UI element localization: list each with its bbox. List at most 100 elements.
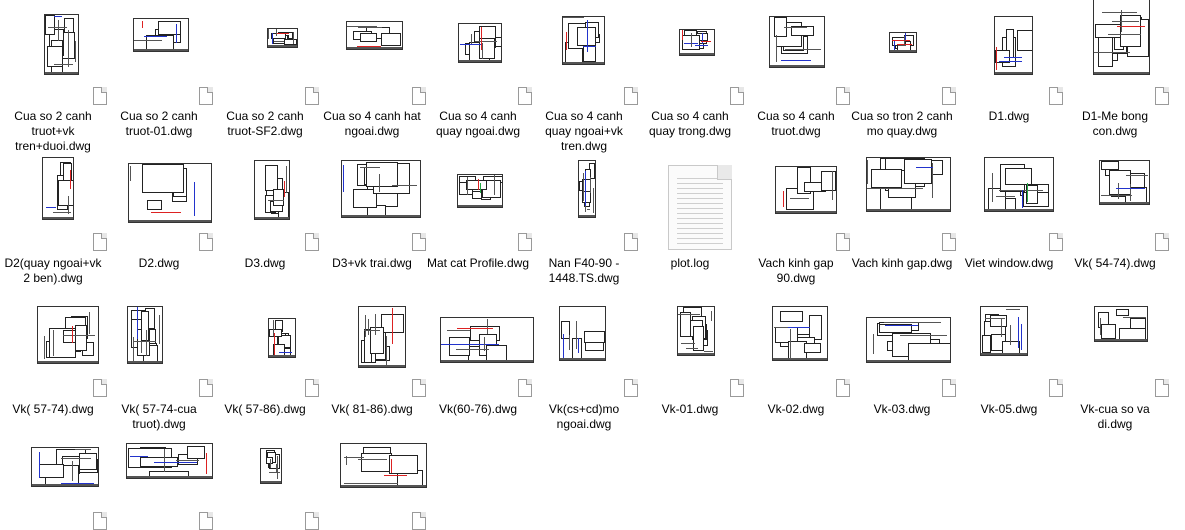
file-name[interactable]: D1.dwg bbox=[988, 109, 1030, 123]
file-item[interactable] bbox=[106, 0, 213, 530]
file-name[interactable]: Vach kinh gap 90.dwg bbox=[758, 256, 834, 285]
file-item[interactable]: Cua so 4 canh quay ngoai.dwg bbox=[425, 0, 532, 529]
file-name[interactable]: D2.dwg bbox=[138, 256, 180, 270]
file-item[interactable]: Cua so tron 2 canh mo quay.dwg bbox=[849, 0, 956, 529]
file-item[interactable]: Vk( 57-74-cua truot).dwg bbox=[106, 0, 213, 529]
file-name[interactable]: Vach kinh gap.dwg bbox=[851, 256, 953, 270]
file-item[interactable]: Nan F40-90 - 1448.TS.dwg bbox=[531, 0, 638, 529]
file-item[interactable]: Vk-03.dwg bbox=[849, 0, 956, 529]
drawing-thumbnail[interactable] bbox=[31, 447, 99, 487]
drawing-thumbnail[interactable] bbox=[677, 306, 715, 356]
drawing-thumbnail[interactable] bbox=[866, 157, 951, 212]
drawing-thumbnail[interactable] bbox=[1099, 160, 1150, 205]
file-item[interactable]: Vk-02.dwg bbox=[743, 0, 850, 529]
drawing-thumbnail[interactable] bbox=[358, 306, 406, 368]
file-item[interactable] bbox=[212, 0, 319, 530]
drawing-thumbnail[interactable] bbox=[126, 443, 213, 479]
file-name[interactable]: Cua so 4 canh quay trong.dwg bbox=[648, 109, 732, 138]
file-item[interactable]: Vk-01.dwg bbox=[637, 0, 744, 529]
file-name[interactable]: Vk(cs+cd)mo ngoai.dwg bbox=[548, 402, 620, 431]
file-item[interactable]: D2(quay ngoai+vk 2 ben).dwg bbox=[0, 0, 107, 529]
drawing-thumbnail[interactable] bbox=[994, 16, 1033, 75]
file-name[interactable]: Cua so 2 canh truot-01.dwg bbox=[120, 109, 198, 138]
document-icon[interactable] bbox=[668, 165, 732, 250]
file-name[interactable]: Cua so tron 2 canh mo quay.dwg bbox=[851, 109, 953, 138]
file-item[interactable]: Vk(60-76).dwg bbox=[425, 0, 534, 529]
file-name[interactable]: Vk(60-76).dwg bbox=[438, 402, 518, 416]
drawing-thumbnail[interactable] bbox=[457, 174, 503, 208]
file-item[interactable]: Viet window.dwg bbox=[956, 0, 1063, 529]
file-name[interactable]: Cua so 2 canh truot-SF2.dwg bbox=[226, 109, 304, 138]
drawing-thumbnail[interactable] bbox=[254, 160, 290, 220]
file-item[interactable]: Vk-cua so va di.dwg bbox=[1062, 0, 1169, 529]
file-item[interactable]: Cua so 2 canh truot-SF2.dwg bbox=[212, 0, 319, 529]
drawing-thumbnail[interactable] bbox=[44, 14, 79, 75]
drawing-thumbnail[interactable] bbox=[133, 18, 189, 52]
drawing-thumbnail[interactable] bbox=[562, 16, 605, 65]
drawing-thumbnail[interactable] bbox=[984, 157, 1054, 212]
file-item[interactable]: D3+vk trai.dwg bbox=[319, 0, 426, 529]
file-name[interactable]: Vk-05.dwg bbox=[980, 402, 1038, 416]
drawing-thumbnail[interactable] bbox=[128, 163, 212, 223]
file-item[interactable]: Cua so 4 canh quay trong.dwg bbox=[637, 0, 744, 529]
drawing-thumbnail[interactable] bbox=[1093, 0, 1150, 75]
drawing-thumbnail[interactable] bbox=[340, 443, 427, 488]
drawing-thumbnail[interactable] bbox=[260, 448, 282, 484]
file-item[interactable]: Vk-05.dwg bbox=[956, 0, 1063, 529]
drawing-thumbnail[interactable] bbox=[980, 306, 1028, 356]
file-item[interactable]: Cua so 2 canh truot+vk tren+duoi.dwg bbox=[0, 0, 107, 529]
file-item[interactable]: Vach kinh gap 90.dwg bbox=[743, 0, 850, 529]
file-item[interactable]: D3.dwg bbox=[212, 0, 319, 529]
file-item[interactable]: Vk( 81-86).dwg bbox=[319, 0, 426, 529]
file-item[interactable]: Cua so 2 canh truot-01.dwg bbox=[106, 0, 213, 529]
file-name[interactable]: Vk-02.dwg bbox=[767, 402, 825, 416]
file-item[interactable]: D1.dwg bbox=[956, 0, 1063, 529]
file-name[interactable]: Cua so 2 canh truot+vk tren+duoi.dwg bbox=[14, 109, 92, 153]
drawing-thumbnail[interactable] bbox=[341, 160, 421, 218]
file-name[interactable]: plot.log bbox=[670, 256, 710, 270]
file-item[interactable]: Vk( 54-74).dwg bbox=[1062, 0, 1169, 529]
file-item[interactable]: D2.dwg bbox=[106, 0, 213, 529]
drawing-thumbnail[interactable] bbox=[889, 32, 917, 53]
file-item[interactable]: Vk( 57-86).dwg bbox=[212, 0, 319, 529]
drawing-thumbnail[interactable] bbox=[458, 23, 502, 63]
file-name[interactable]: Vk( 81-86).dwg bbox=[331, 402, 413, 416]
file-item[interactable]: Vk(cs+cd)mo ngoai.dwg bbox=[531, 0, 638, 529]
file-item[interactable]: D1-Me bong con.dwg bbox=[1062, 0, 1169, 529]
drawing-thumbnail[interactable] bbox=[42, 157, 74, 220]
drawing-thumbnail[interactable] bbox=[769, 16, 825, 68]
file-name[interactable]: Vk-cua so va di.dwg bbox=[1080, 402, 1150, 431]
file-item[interactable]: Vach kinh gap.dwg bbox=[849, 0, 956, 529]
file-name[interactable]: Vk( 57-74).dwg bbox=[12, 402, 94, 416]
drawing-thumbnail[interactable] bbox=[346, 21, 403, 50]
file-name[interactable]: Cua so 4 canh quay ngoai.dwg bbox=[435, 109, 521, 138]
file-name[interactable]: Vk( 57-74-cua truot).dwg bbox=[121, 402, 197, 431]
file-name[interactable]: D1-Me bong con.dwg bbox=[1081, 109, 1149, 138]
drawing-thumbnail[interactable] bbox=[268, 318, 296, 358]
drawing-thumbnail[interactable] bbox=[578, 160, 596, 218]
drawing-thumbnail[interactable] bbox=[267, 28, 298, 48]
drawing-thumbnail[interactable] bbox=[772, 306, 828, 361]
drawing-thumbnail[interactable] bbox=[559, 306, 606, 361]
file-item[interactable]: plot.log bbox=[637, 0, 743, 529]
file-name[interactable]: Vk-01.dwg bbox=[661, 402, 719, 416]
file-item[interactable]: Mat cat Profile.dwg bbox=[425, 0, 532, 529]
drawing-thumbnail[interactable] bbox=[37, 306, 99, 364]
file-name[interactable]: Mat cat Profile.dwg bbox=[426, 256, 530, 270]
file-name[interactable]: Cua so 4 canh truot.dwg bbox=[757, 109, 835, 138]
file-name[interactable]: Vk-03.dwg bbox=[873, 402, 931, 416]
file-name[interactable]: D3+vk trai.dwg bbox=[332, 256, 412, 270]
file-item[interactable]: Cua so 4 canh hat ngoai.dwg bbox=[319, 0, 426, 529]
file-name[interactable]: Cua so 4 canh quay ngoai+vk tren.dwg bbox=[545, 109, 623, 153]
file-name[interactable]: Vk( 54-74).dwg bbox=[1074, 256, 1156, 270]
drawing-thumbnail[interactable] bbox=[1094, 306, 1148, 342]
file-item[interactable] bbox=[319, 0, 427, 530]
file-name[interactable]: Viet window.dwg bbox=[964, 256, 1054, 270]
file-item[interactable]: Cua so 4 canh truot.dwg bbox=[743, 0, 850, 529]
drawing-thumbnail[interactable] bbox=[775, 166, 837, 214]
drawing-thumbnail[interactable] bbox=[440, 317, 534, 363]
file-name[interactable]: D2(quay ngoai+vk 2 ben).dwg bbox=[4, 256, 102, 285]
file-name[interactable]: Cua so 4 canh hat ngoai.dwg bbox=[323, 109, 421, 138]
file-name[interactable]: D3.dwg bbox=[244, 256, 286, 270]
drawing-thumbnail[interactable] bbox=[866, 317, 951, 363]
